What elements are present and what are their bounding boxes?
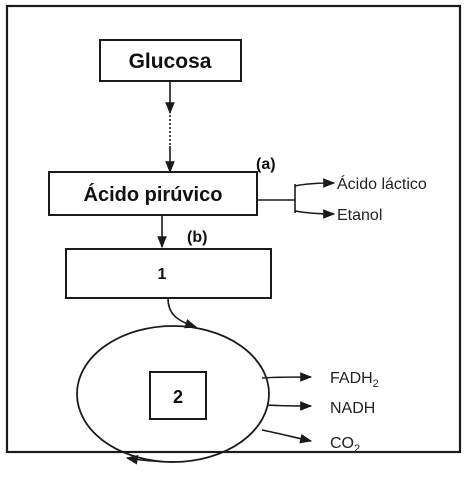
arrow-to-lactic-acid [294,178,336,188]
arrow-to-fadh2 [261,372,313,382]
co2-base: CO [330,435,354,452]
co2-label: CO2 [330,435,360,455]
glucose-box [99,39,242,82]
fadh2-subscript: 2 [373,378,379,390]
box-2 [149,371,207,420]
nadh-label: NADH [330,400,375,417]
box-2-label: 2 [173,387,183,407]
label-b: (b) [187,229,207,246]
box-1-label: 1 [158,266,167,283]
arrow-to-co2 [261,429,313,444]
box1-to-cycle-arrow [167,297,198,329]
pyruvic-acid-box [48,171,258,216]
co2-subscript: 2 [354,443,360,455]
arrow-to-nadh [267,401,313,411]
box-1 [65,248,272,299]
lactic-acid-label: Ácido láctico [337,174,427,193]
fadh2-base: FADH [330,370,373,387]
glucose-label: Glucosa [129,50,212,73]
ethanol-label: Etanol [337,207,382,224]
cycle-bottom-arrow [125,455,176,465]
pyruvic-acid-label: Ácido pirúvico [84,183,223,206]
fadh2-label: FADH2 [330,370,379,390]
label-a: (a) [256,156,276,173]
arrow-to-ethanol [294,209,336,219]
